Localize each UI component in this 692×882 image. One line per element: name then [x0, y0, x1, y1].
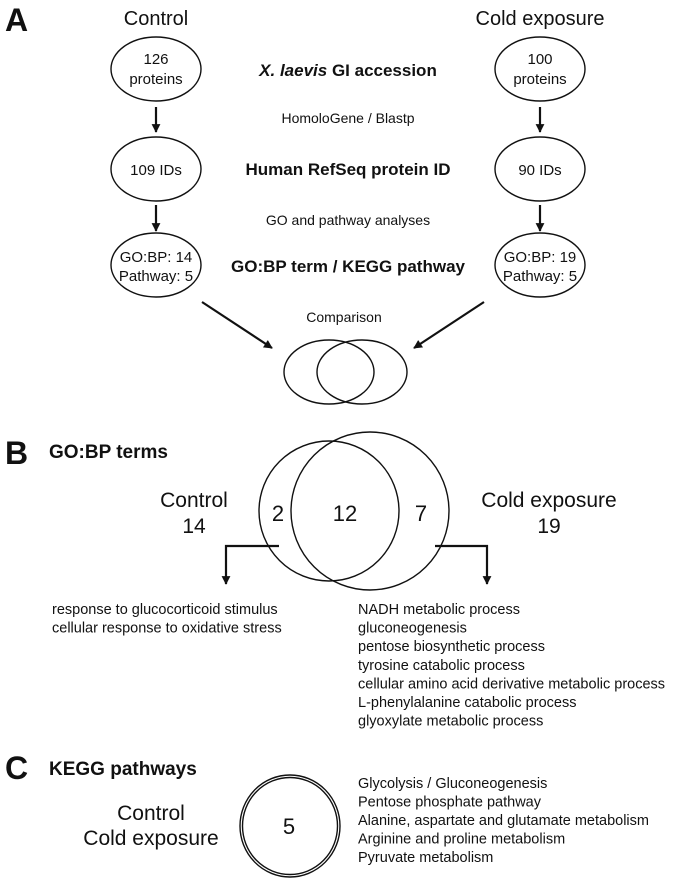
venn-control-label: Control — [160, 489, 228, 512]
diagonal-arrow-right — [413, 301, 485, 349]
cold-gobp: GO:BP: 19 — [504, 249, 577, 266]
venn-cold-label: Cold exposure — [481, 489, 616, 512]
venn-cold-total: 19 — [537, 515, 560, 538]
diagonal-arrow-left — [201, 301, 273, 349]
control-pathway: Pathway: 5 — [119, 268, 193, 285]
list-item: Pyruvate metabolism — [358, 850, 493, 866]
kegg-title: KEGG pathways — [49, 759, 197, 780]
control-only-terms: response to glucocorticoid stimulus cellu… — [52, 602, 282, 637]
list-item: cellular response to oxidative stress — [52, 621, 282, 637]
cold-only-terms: NADH metabolic process gluconeogenesis pen… — [358, 602, 665, 730]
species-name: X. laevis — [258, 61, 327, 80]
kegg-shared-count: 5 — [283, 814, 295, 839]
list-item: cellular amino acid derivative metabolic… — [358, 676, 665, 692]
step-homologene: HomoloGene / Blastp — [281, 110, 414, 126]
cold-exposure-title: Cold exposure — [476, 8, 605, 30]
venn-control-circle — [258, 440, 400, 582]
stage-gobp-kegg: GO:BP term / KEGG pathway — [231, 257, 466, 276]
panel-label-a: A — [5, 2, 28, 38]
control-ids: 109 IDs — [130, 162, 182, 179]
venn-control-total: 14 — [182, 515, 206, 538]
step-comparison: Comparison — [306, 309, 381, 325]
list-item: NADH metabolic process — [358, 602, 520, 618]
venn-cold-only: 7 — [415, 501, 427, 526]
stage-refseq: Human RefSeq protein ID — [246, 160, 451, 179]
cold-protein-count: 100 — [527, 51, 552, 68]
list-item: Alanine, aspartate and glutamate metabol… — [358, 813, 649, 829]
bracket-arrow-right — [435, 544, 492, 585]
cold-pathway: Pathway: 5 — [503, 268, 577, 285]
kegg-circle-inner — [241, 776, 339, 876]
control-protein-count: 126 — [143, 51, 168, 68]
venn-control-only: 2 — [272, 501, 284, 526]
control-proteins-word: proteins — [129, 71, 182, 88]
cold-ids: 90 IDs — [518, 162, 561, 179]
list-item: tyrosine catabolic process — [358, 658, 525, 674]
cold-proteins-node — [494, 36, 586, 102]
venn-cold-circle — [290, 431, 450, 591]
list-item: L-phenylalanine catabolic process — [358, 695, 576, 711]
list-item: gluconeogenesis — [358, 621, 467, 637]
control-proteins-node — [110, 36, 202, 102]
control-gobp: GO:BP: 14 — [120, 249, 193, 266]
panel-a: A Control Cold exposure 126 proteins 100… — [5, 2, 605, 405]
bracket-arrow-left — [221, 544, 279, 585]
panel-c: C KEGG pathways Control Cold exposure 5 … — [5, 750, 649, 878]
stage-gi-accession-rest: GI accession — [327, 61, 437, 80]
control-title: Control — [124, 8, 188, 30]
list-item: Glycolysis / Gluconeogenesis — [358, 776, 547, 792]
gobp-title: GO:BP terms — [49, 442, 168, 463]
control-ids-node — [110, 136, 202, 202]
list-item: glyoxylate metabolic process — [358, 714, 543, 730]
kegg-control-label: Control — [117, 802, 185, 825]
cold-ids-node — [494, 136, 586, 202]
list-item: Arginine and proline metabolism — [358, 832, 565, 848]
cold-terms-node — [494, 232, 586, 298]
panel-label-b: B — [5, 435, 28, 471]
cold-proteins-word: proteins — [513, 71, 566, 88]
kegg-circle-outer — [239, 774, 341, 878]
step-go-pathway: GO and pathway analyses — [266, 212, 430, 228]
stage-gi-accession: X. laevis GI accession — [258, 61, 437, 80]
panel-label-c: C — [5, 750, 28, 786]
list-item: response to glucocorticoid stimulus — [52, 602, 278, 618]
panel-b: B GO:BP terms Control 14 Cold exposure 1… — [5, 431, 665, 730]
small-venn-right — [316, 339, 408, 405]
kegg-cold-label: Cold exposure — [83, 827, 218, 850]
small-venn-left — [283, 339, 375, 405]
list-item: Pentose phosphate pathway — [358, 795, 542, 811]
venn-shared: 12 — [333, 501, 357, 526]
control-terms-node — [110, 232, 202, 298]
list-item: pentose biosynthetic process — [358, 639, 545, 655]
